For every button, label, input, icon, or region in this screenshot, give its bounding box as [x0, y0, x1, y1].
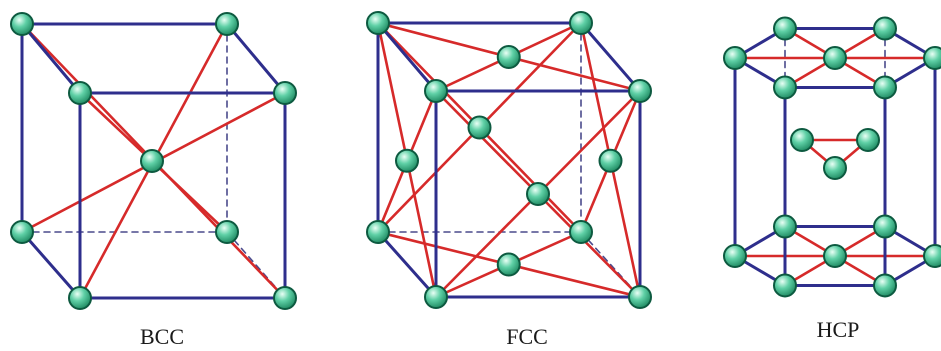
corner-atom — [569, 220, 593, 244]
bottom-corner-atom — [873, 273, 897, 298]
top-corner-atom — [873, 16, 897, 41]
corner-atom — [569, 11, 593, 35]
cell-edge — [376, 230, 438, 299]
corner-atom — [424, 79, 448, 103]
face-center-atom — [496, 45, 521, 69]
corner-atom — [273, 286, 297, 310]
bcc-unit-cell — [10, 12, 297, 310]
corner-atom — [215, 12, 239, 36]
cell-edge — [20, 230, 82, 300]
hcp-caption: HCP — [817, 317, 860, 342]
corner-atom — [68, 286, 92, 310]
top-corner-atom — [873, 75, 897, 100]
bottom-center-atom — [823, 244, 847, 268]
face-center-atom — [395, 148, 419, 173]
face-center-atom — [467, 115, 492, 140]
face-center-atom — [526, 182, 550, 206]
middle-layer-atom — [856, 128, 880, 152]
cell-edge — [20, 22, 82, 95]
bottom-corner-atom — [773, 273, 797, 298]
bottom-corner-atom — [873, 214, 897, 239]
top-corner-atom — [773, 75, 797, 100]
corner-atom — [628, 285, 652, 309]
middle-layer-atom — [823, 156, 847, 180]
corner-atom — [273, 81, 297, 105]
face-center-atom — [496, 252, 521, 277]
cell-edge — [579, 21, 642, 93]
fcc-unit-cell — [366, 11, 652, 309]
corner-atom — [628, 79, 652, 103]
corner-atom — [366, 220, 390, 244]
middle-layer-atom — [790, 128, 814, 152]
top-corner-atom — [723, 46, 747, 70]
cell-edge — [225, 22, 287, 95]
bottom-corner-atom — [723, 244, 747, 268]
corner-atom — [10, 12, 34, 36]
hcp-unit-cell — [723, 16, 941, 298]
face-center-atom — [598, 148, 623, 173]
corner-atom — [68, 81, 92, 105]
corner-atom — [215, 220, 239, 244]
body-center-atom — [140, 149, 164, 173]
corner-atom — [366, 11, 390, 35]
corner-atom — [424, 285, 448, 309]
fcc-caption: FCC — [506, 324, 548, 349]
cell-edge — [376, 21, 438, 93]
bottom-corner-atom — [923, 244, 941, 268]
top-center-atom — [823, 46, 847, 70]
top-corner-atom — [773, 16, 797, 41]
top-corner-atom — [923, 46, 941, 70]
bottom-corner-atom — [773, 214, 797, 239]
corner-atom — [10, 220, 34, 244]
bcc-caption: BCC — [140, 324, 184, 349]
hidden-edge — [580, 231, 641, 298]
hidden-edge — [226, 231, 286, 299]
